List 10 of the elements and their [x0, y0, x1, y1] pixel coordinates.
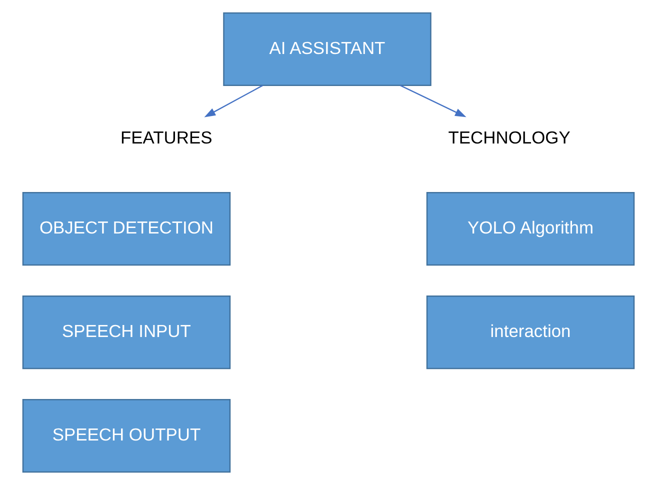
arrow — [204, 84, 264, 118]
node-box: AI ASSISTANT — [223, 12, 432, 86]
arrow — [400, 84, 466, 118]
node-box: SPEECH OUTPUT — [22, 399, 231, 473]
node-text: FEATURES — [120, 128, 212, 148]
node-box: SPEECH INPUT — [22, 296, 231, 370]
node-box: OBJECT DETECTION — [22, 192, 231, 266]
node-text: TECHNOLOGY — [448, 128, 570, 148]
node-box: interaction — [426, 296, 635, 370]
node-box: YOLO Algorithm — [426, 192, 635, 266]
